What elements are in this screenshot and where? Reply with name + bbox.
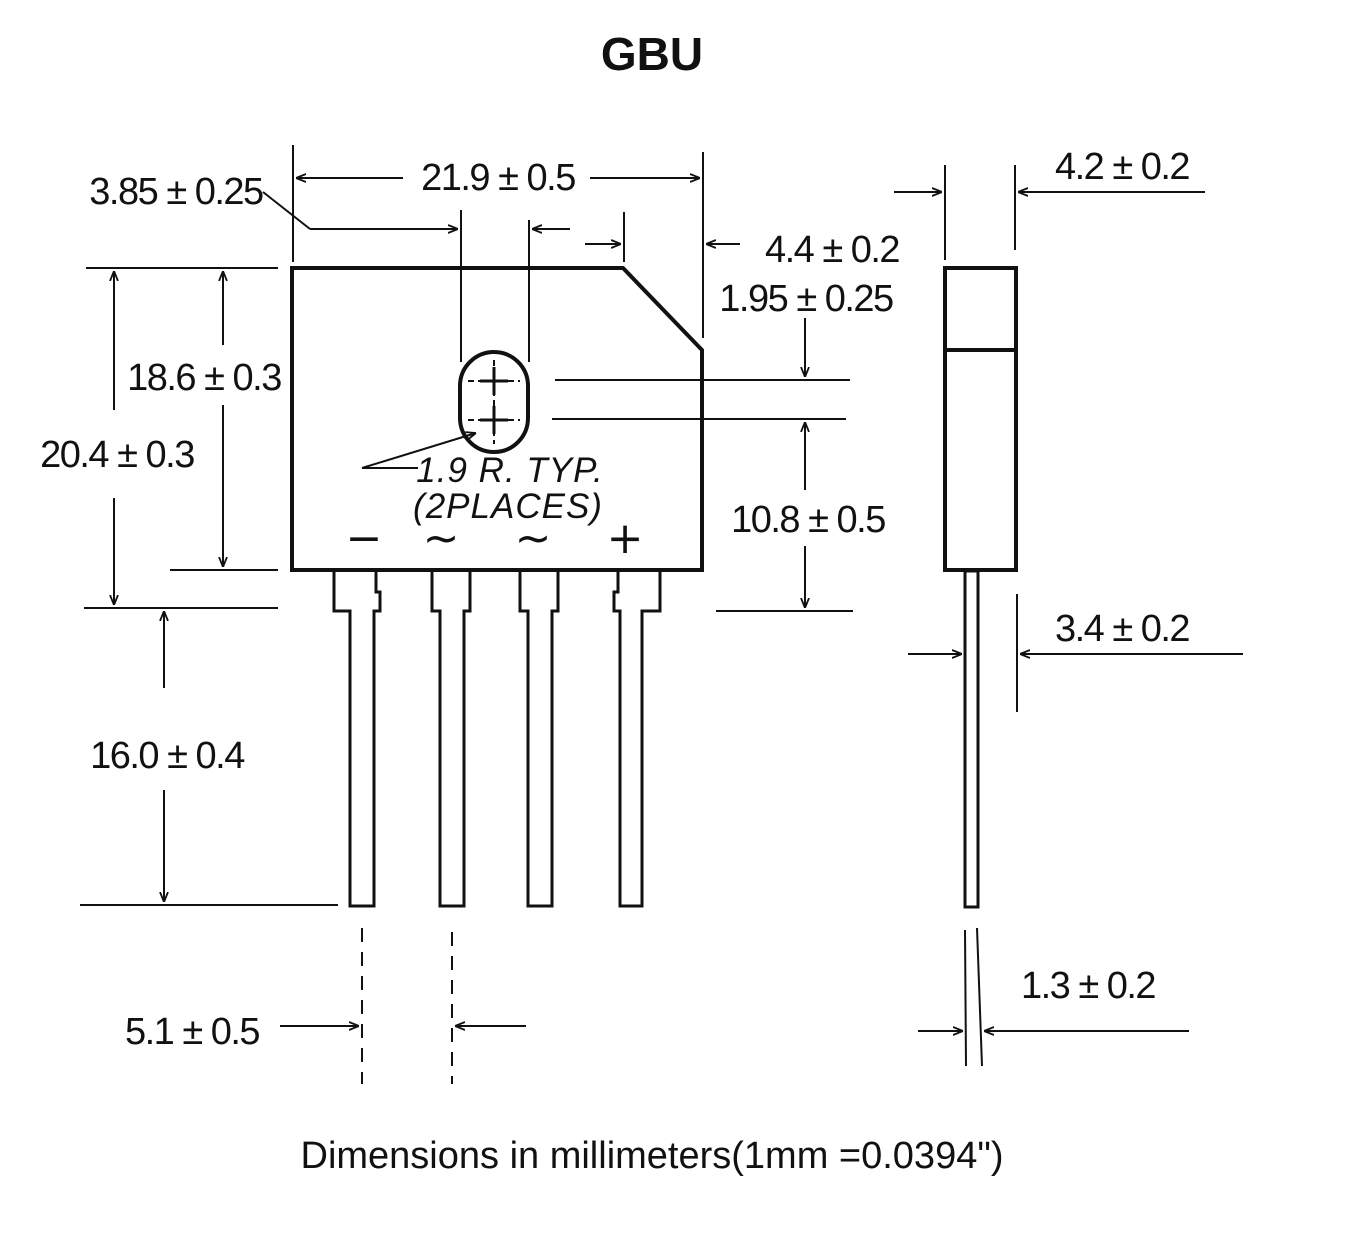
pin-label-ac-1: ~: [423, 513, 460, 564]
side-lead: [963, 569, 980, 909]
dim-hole-to-lead-base: 10.8 ± 0.5: [731, 499, 885, 541]
leads: [332, 570, 662, 908]
hole-note-radius: 1.9 R. TYP.: [416, 451, 603, 490]
dim-body-width: 21.9 ± 0.5: [421, 157, 575, 199]
dim-lead-pitch: 5.1 ± 0.5: [125, 1011, 259, 1053]
package-body-outline: [290, 266, 704, 572]
dim-hole-offset-left: 3.85 ± 0.25: [89, 171, 263, 213]
dim-chamfer-height: 1.95 ± 0.25: [719, 278, 893, 320]
dim-lead-thickness: 1.3 ± 0.2: [1021, 965, 1155, 1007]
pin-label-ac-2: ~: [515, 513, 552, 564]
pin-label-negative: −: [346, 513, 383, 564]
mounting-hole-slot: [458, 350, 530, 454]
lead-1: [332, 570, 382, 908]
side-body-outline: [943, 266, 1018, 572]
units-caption: Dimensions in millimeters(1mm =0.0394"): [301, 1135, 1004, 1177]
dim-lead-stub-width: 3.4 ± 0.2: [1055, 608, 1189, 650]
dim-lead-length: 16.0 ± 0.4: [90, 735, 245, 777]
lead-2: [430, 570, 472, 908]
lead-4: [612, 570, 662, 908]
lead-3: [518, 570, 560, 908]
dim-hole-to-body-top: 18.6 ± 0.3: [127, 357, 281, 399]
front-dimensions: 21.9 ± 0.5 3.85 ± 0.25 4.4 ± 0.2 1.95 ± …: [40, 145, 901, 1084]
pin-label-positive: +: [607, 513, 644, 564]
dim-hole-offset-right: 4.4 ± 0.2: [765, 229, 899, 271]
hole-center-crosses: [480, 367, 508, 434]
front-view: − ~ ~ + 1.9 R. TYP. (2PLACES): [290, 266, 704, 908]
hole-note-places: (2PLACES): [413, 487, 603, 526]
package-title: GBU: [601, 28, 703, 80]
side-dimensions: 4.2 ± 0.2 3.4 ± 0.2 1.3 ± 0.2: [894, 146, 1243, 1067]
hole-note-leader: [361, 433, 476, 469]
side-view: [943, 266, 1018, 909]
dim-side-thickness: 4.2 ± 0.2: [1055, 146, 1189, 188]
dim-body-height: 20.4 ± 0.3: [40, 434, 194, 476]
